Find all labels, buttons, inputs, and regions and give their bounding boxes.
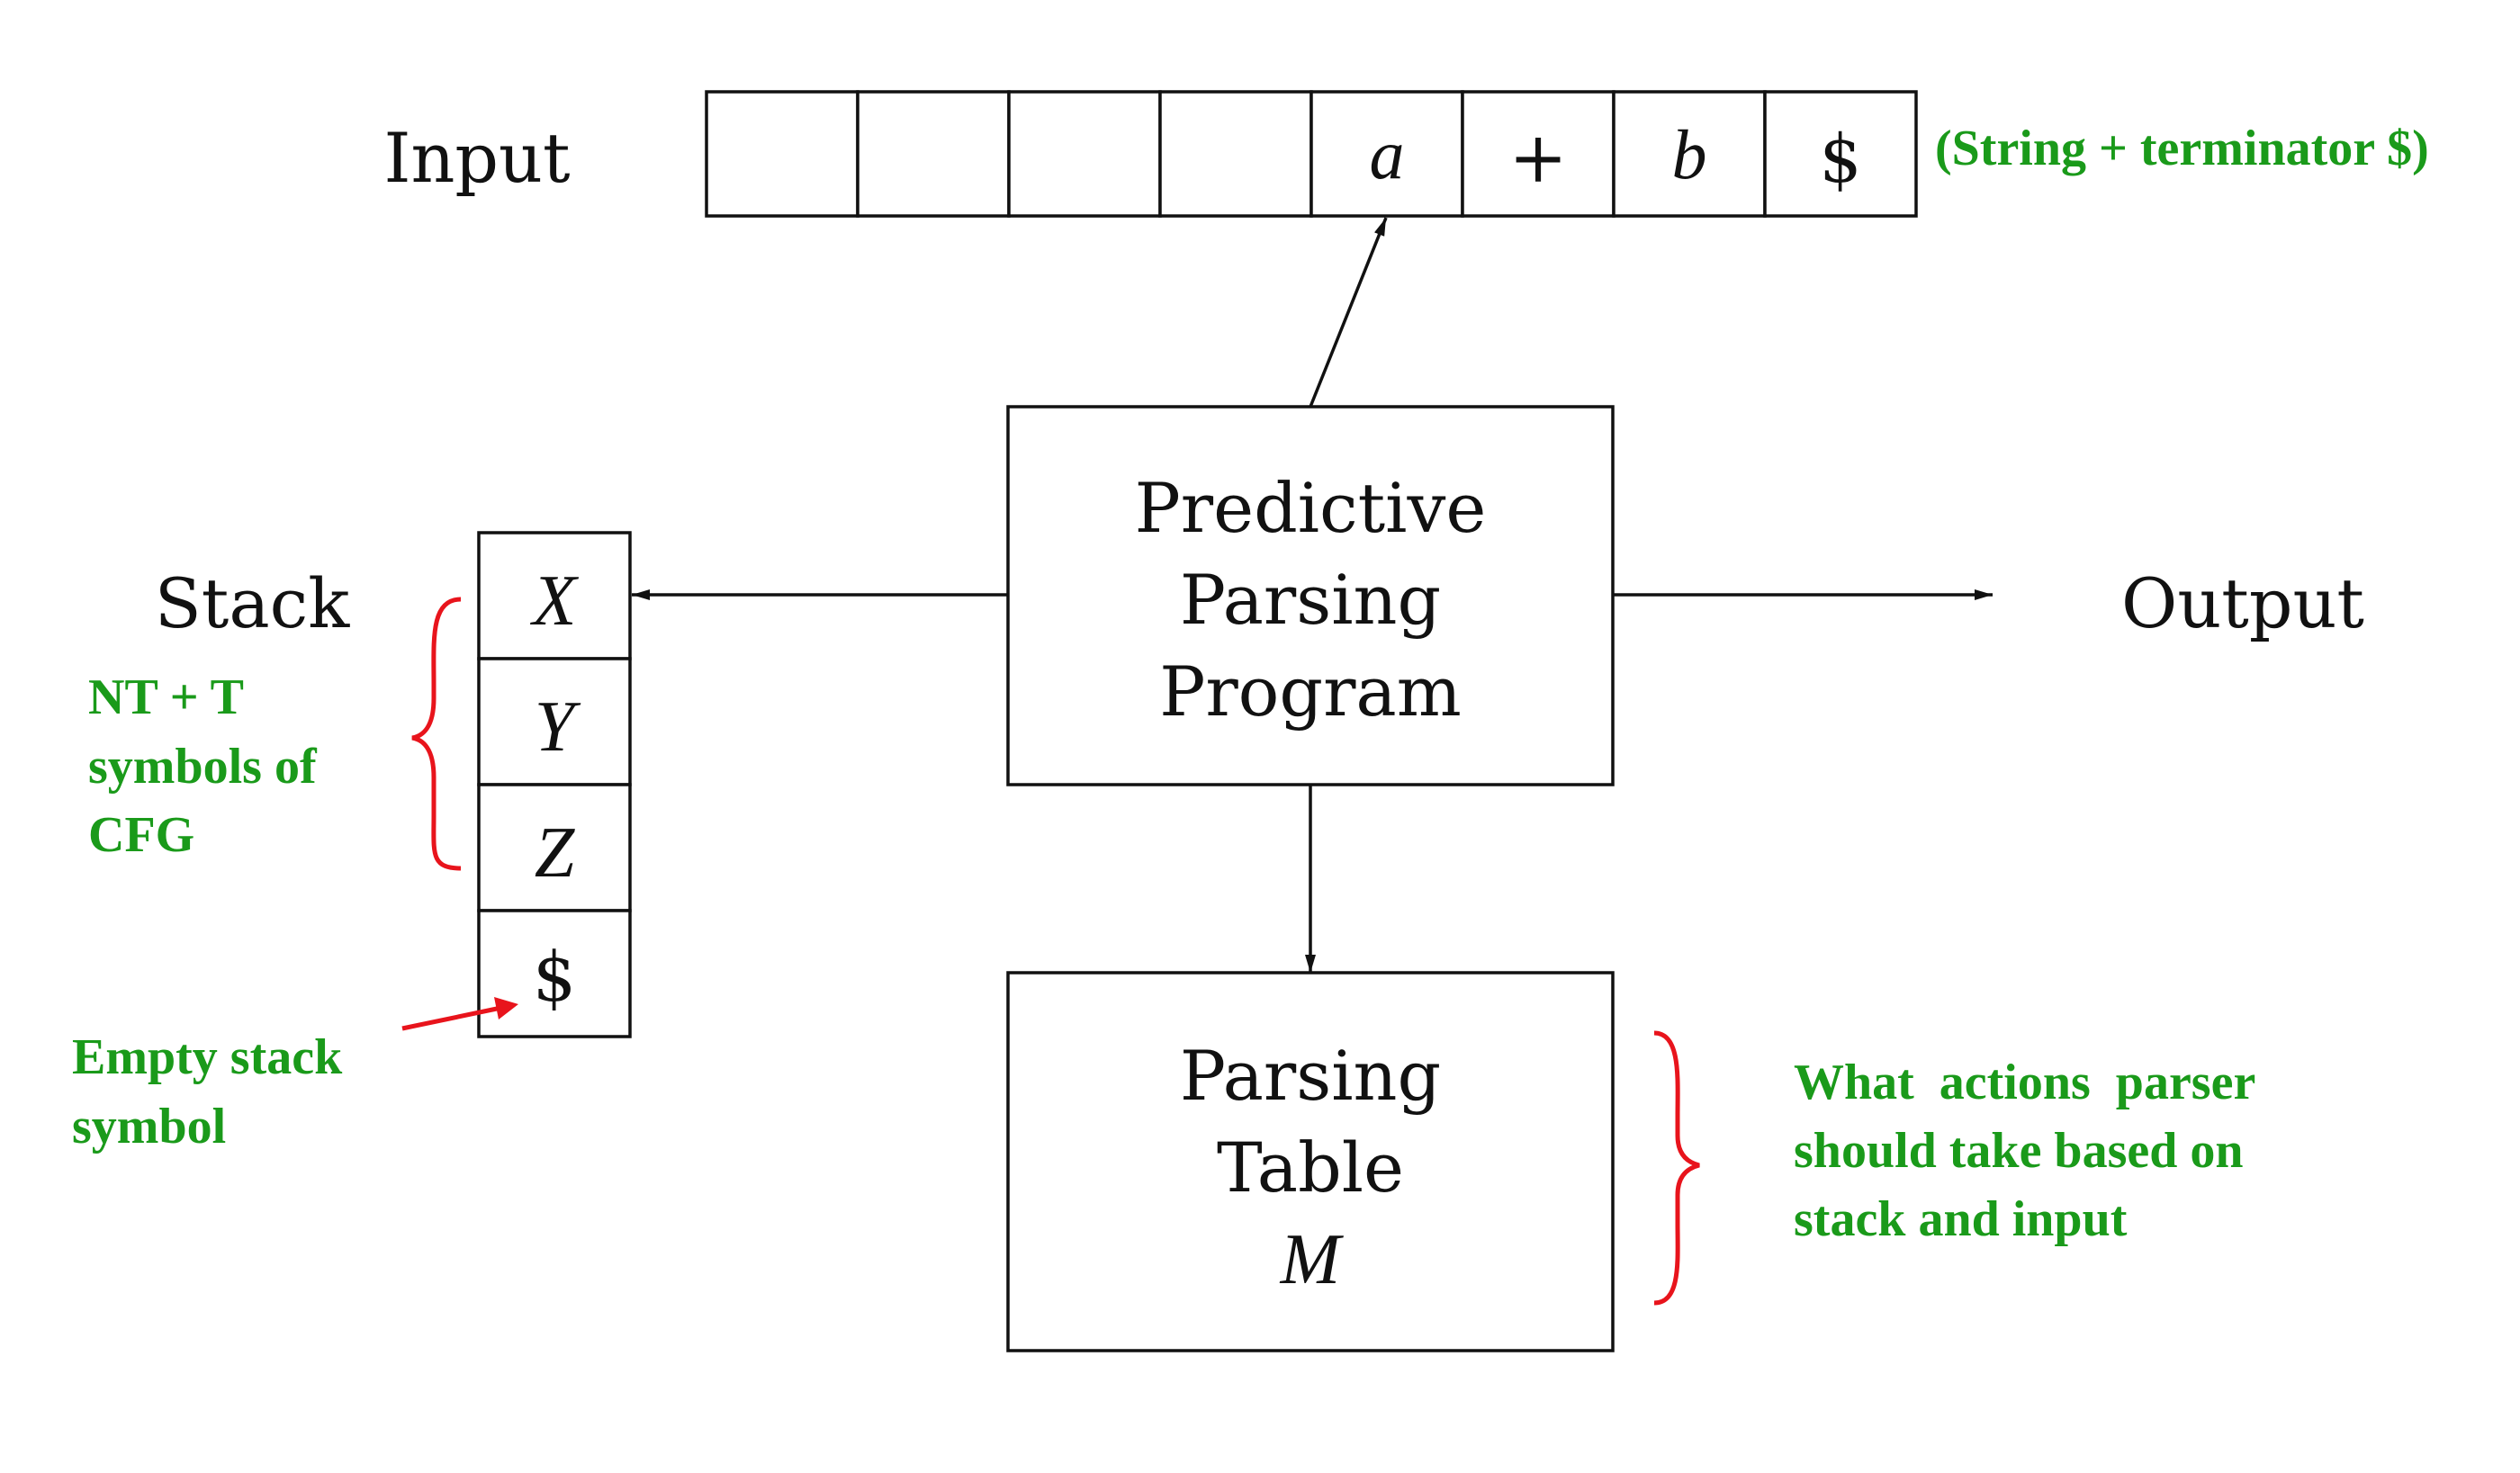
svg-text:symbol: symbol — [72, 1099, 226, 1154]
stack-symbols-note: NT + T symbols of CFG — [88, 669, 318, 863]
empty-stack-note: Empty stack symbol — [72, 1029, 343, 1154]
input-cell — [1007, 90, 1162, 218]
input-tape: a + b $ — [705, 90, 1918, 218]
input-cell — [856, 90, 1011, 218]
stack-cell-z: Z — [477, 783, 632, 912]
input-note: (String + terminator $) — [1935, 121, 2429, 176]
svg-text:stack and input: stack and input — [1794, 1191, 2128, 1247]
program-line-3: Program — [1159, 651, 1462, 732]
stack-cell-y: Y — [477, 657, 632, 786]
svg-text:What actions parser: What actions parser — [1794, 1055, 2255, 1110]
svg-text:NT + T: NT + T — [88, 669, 244, 725]
input-cell — [705, 90, 860, 218]
table-line-1: Parsing — [1180, 1036, 1441, 1116]
svg-text:symbols of: symbols of — [88, 739, 318, 795]
stack-column: X Y Z $ — [477, 531, 632, 1038]
program-line-1: Predictive — [1135, 468, 1487, 548]
input-cell-b: b — [1612, 90, 1767, 218]
parsing-table-box: Parsing Table M — [1006, 971, 1615, 1352]
stack-label: Stack — [155, 563, 350, 643]
svg-text:Z: Z — [535, 813, 576, 893]
svg-text:+: + — [1508, 118, 1567, 199]
svg-text:should take based on: should take based on — [1794, 1123, 2244, 1179]
svg-text:Empty stack: Empty stack — [72, 1029, 343, 1085]
stack-cell-bottom-marker: $ — [477, 909, 632, 1038]
input-cell — [1158, 90, 1313, 218]
svg-text:Y: Y — [535, 687, 581, 767]
empty-stack-pointer — [401, 997, 518, 1031]
stack-symbols-bracket — [411, 597, 462, 871]
table-line-3: M — [1280, 1220, 1345, 1299]
arrow-program-to-input — [1309, 217, 1388, 408]
table-note: What actions parser should take based on… — [1794, 1055, 2255, 1247]
program-line-2: Parsing — [1180, 560, 1441, 640]
input-cell-a: a — [1310, 90, 1464, 218]
table-line-2: Table — [1217, 1127, 1404, 1208]
input-cell-end-marker: $ — [1763, 90, 1918, 218]
output-label: Output — [2121, 563, 2364, 643]
predictive-parsing-program-box: Predictive Parsing Program — [1006, 405, 1615, 786]
input-label: Input — [383, 118, 570, 198]
input-cell-plus: + — [1461, 90, 1616, 218]
svg-text:a: a — [1370, 115, 1405, 193]
svg-text:$: $ — [1819, 121, 1861, 198]
svg-text:X: X — [530, 561, 580, 641]
svg-text:$: $ — [533, 937, 576, 1017]
svg-text:b: b — [1672, 115, 1707, 193]
stack-cell-x: X — [477, 531, 632, 660]
svg-text:CFG: CFG — [88, 807, 194, 863]
table-note-bracket — [1653, 1030, 1700, 1306]
